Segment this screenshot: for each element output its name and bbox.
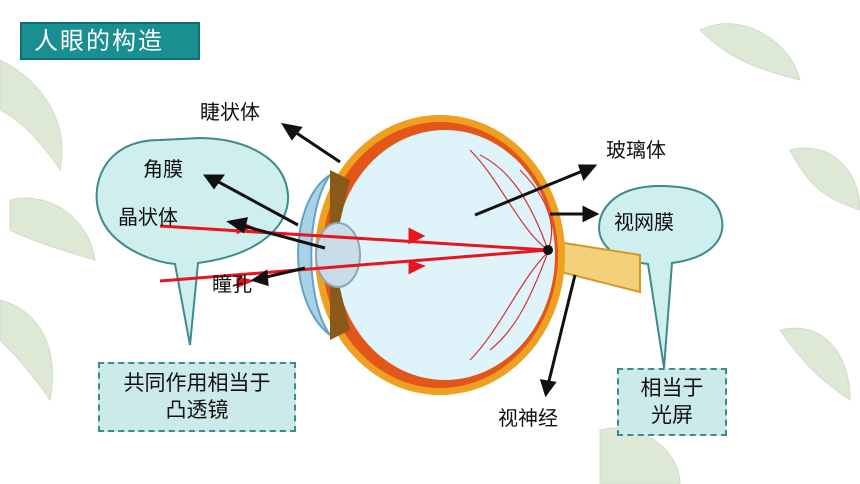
- pointer-arrows: [203, 122, 600, 398]
- convex-lens-note-line2: 凸透镜: [165, 398, 229, 422]
- label-ciliary-body: 睫状体: [200, 100, 260, 124]
- right-bubble: [598, 184, 724, 369]
- screen-note: 相当于 光屏: [617, 368, 727, 436]
- vitreous-body: [335, 130, 555, 380]
- left-bubble: [95, 136, 290, 346]
- convex-lens-note: 共同作用相当于 凸透镜: [98, 362, 296, 432]
- page-title: 人眼的构造: [20, 22, 200, 60]
- iris-ciliary: [330, 170, 350, 340]
- label-lens: 晶状体: [118, 205, 178, 229]
- lens-shape: [315, 222, 361, 288]
- label-retina: 视网膜: [614, 210, 674, 234]
- cornea-shape: [297, 174, 331, 336]
- retina-vessels: [469, 149, 553, 361]
- label-vitreous: 玻璃体: [606, 138, 666, 162]
- label-pupil: 瞳孔: [212, 272, 252, 296]
- label-optic-nerve: 视神经: [498, 406, 558, 430]
- screen-note-line2: 光屏: [651, 403, 693, 427]
- screen-note-line1: 相当于: [640, 376, 704, 400]
- convex-lens-note-line1: 共同作用相当于: [123, 371, 271, 395]
- label-cornea: 角膜: [143, 157, 183, 181]
- focal-point: [543, 245, 553, 255]
